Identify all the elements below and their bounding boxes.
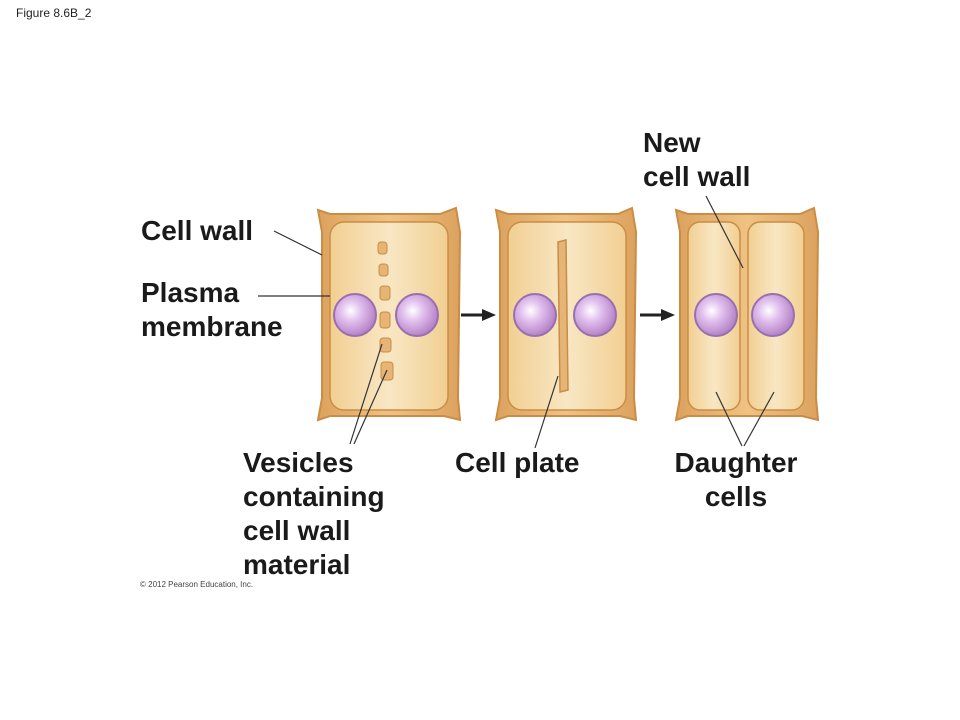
nucleus [694, 293, 738, 337]
label-cell-wall: Cell wall [141, 215, 254, 246]
cell-1 [316, 206, 462, 422]
vesicle [379, 285, 391, 301]
nucleus [751, 293, 795, 337]
label-cell-plate: Cell plate [455, 447, 580, 478]
arrow-right-icon [640, 309, 675, 321]
nucleus [573, 293, 617, 337]
nucleus [513, 293, 557, 337]
leader-cell-wall [273, 230, 323, 256]
vesicle [378, 263, 389, 277]
vesicle [377, 241, 388, 255]
figure-title: Figure 8.6B_2 [16, 6, 92, 20]
label-daughter-cells: Daughter cells [674, 447, 798, 512]
label-plasma-membrane: Plasma membrane [141, 277, 283, 342]
vesicle [379, 337, 392, 353]
leader-daughter-cell [743, 391, 775, 447]
leader-daughter-cell [715, 391, 743, 447]
arrow-right-icon [461, 309, 496, 321]
leader-vesicle [353, 369, 388, 445]
leader-lines [258, 195, 775, 449]
leader-vesicle [349, 343, 383, 445]
vesicle [379, 311, 391, 329]
nucleus [395, 293, 439, 337]
cell-3-daughter-cells [674, 206, 820, 422]
leader-new-cell-wall [705, 195, 744, 269]
label-vesicles: Vesicles containing cell wall material [243, 447, 385, 580]
label-new-cell-wall: New cell wall [643, 127, 751, 192]
leader-cell-plate [534, 375, 559, 449]
cell-plate [557, 239, 569, 393]
cell-2 [494, 206, 638, 422]
copyright-notice: © 2012 Pearson Education, Inc. [140, 580, 254, 589]
nucleus [333, 293, 377, 337]
